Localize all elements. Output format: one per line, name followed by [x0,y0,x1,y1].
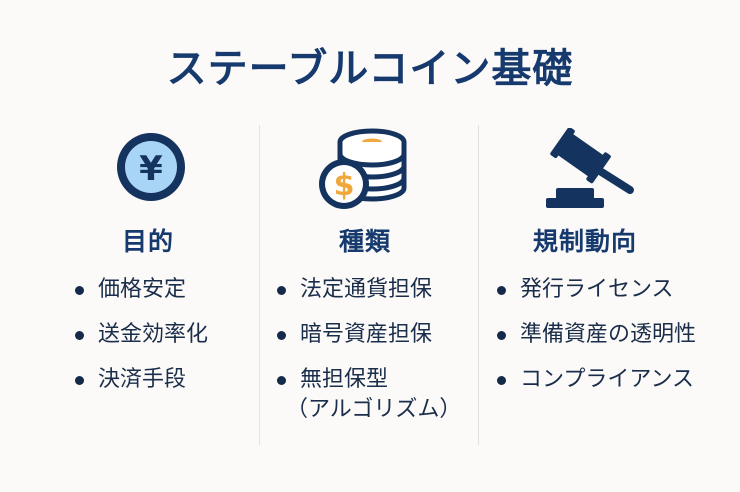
list-item: 価格安定 [72,275,208,305]
column-heading-types: 種類 [339,227,392,256]
bullet-dot [497,331,506,340]
list-item-text: 準備資産の透明性 [520,322,697,347]
list-item: 発行ライセンス [494,275,696,305]
list-item-text: 暗号資産担保 [300,322,433,347]
list-item: 決済手段 [72,365,208,395]
bullet-dot [277,376,286,385]
bullet-dot [497,286,506,295]
yen-glyph: ¥ [139,149,163,189]
page-title: ステーブルコイン基礎 [166,46,574,92]
column-divider-right [478,125,479,445]
gavel-icon [540,127,636,214]
list-item-text: コンプライアンス [520,367,695,392]
types-list: 法定通貨担保 暗号資産担保 無担保型 （アルゴリズム） [274,275,461,440]
bullet-dot [75,376,84,385]
list-item-text: 送金効率化 [98,322,209,347]
list-item: 法定通貨担保 [274,275,461,305]
list-item: コンプライアンス [494,365,696,395]
column-heading-purpose: 目的 [122,227,175,256]
list-item-text: 無担保型 [300,367,389,392]
bullet-dot [277,331,286,340]
yen-coin-icon: ¥ [114,130,188,208]
list-item-text: 決済手段 [98,367,187,392]
bullet-dot [277,286,286,295]
list-item: 暗号資産担保 [274,320,461,350]
dollar-glyph: $ [334,168,355,203]
list-item-text: 価格安定 [98,277,187,302]
list-item: 準備資産の透明性 [494,320,696,350]
purpose-list: 価格安定 送金効率化 決済手段 [72,275,208,410]
list-item-text: 法定通貨担保 [300,277,433,302]
bullet-dot [75,286,84,295]
column-divider-left [259,125,260,445]
list-item-text: 発行ライセンス [520,277,674,302]
column-heading-regulation: 規制動向 [533,227,638,256]
bullet-dot [75,331,84,340]
coin-stack-dollar-icon: $ [316,124,412,218]
bullet-dot [497,376,506,385]
list-item-text-continued: （アルゴリズム） [286,397,462,422]
list-item: 無担保型 （アルゴリズム） [274,365,461,425]
list-item: 送金効率化 [72,320,208,350]
regulation-list: 発行ライセンス 準備資産の透明性 コンプライアンス [494,275,696,410]
